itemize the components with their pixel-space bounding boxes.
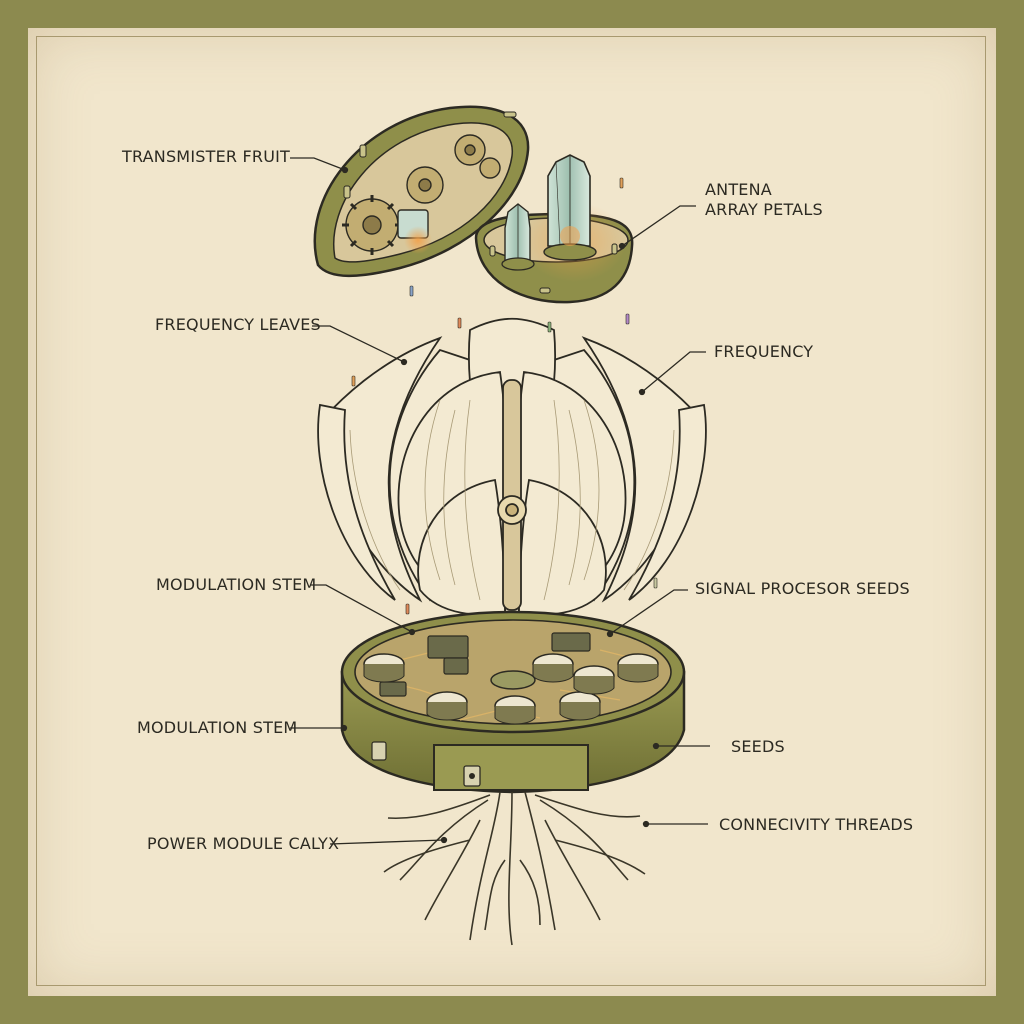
label-modulation-stem-upper: MODULATION STEM: [156, 575, 317, 594]
label-connectivity-threads: CONNECIVITY THREADS: [719, 815, 914, 834]
root-threads-icon: [383, 791, 646, 946]
label-power-module-calyx: POWER MODULE CALYX: [147, 834, 340, 853]
label-frequency-leaves: FREQUENCY LEAVES: [155, 315, 321, 334]
paper-border: [36, 36, 986, 986]
petal-veins: [349, 399, 675, 601]
label-signal-processor-seeds: SIGNAL PROCESOR SEEDS: [695, 579, 910, 598]
label-seeds: SEEDS: [731, 737, 785, 756]
label-frequency: FREQUENCY: [714, 342, 814, 361]
transmitter-fruit-icon: [313, 105, 530, 278]
label-transmitter-fruit: TRANSMISTER FRUIT: [122, 147, 291, 166]
antenna-array-icon: [474, 154, 634, 304]
label-antenna-line1: ANTENA: [705, 180, 772, 199]
flower-bud-icon: [317, 317, 707, 616]
label-antenna-line2: ARRAY PETALS: [705, 200, 823, 219]
leader-lines: [290, 157, 710, 845]
circuit-base-icon: [340, 610, 686, 794]
floating-particles: [351, 177, 658, 615]
label-modulation-stem-lower: MODULATION STEM: [137, 718, 298, 737]
